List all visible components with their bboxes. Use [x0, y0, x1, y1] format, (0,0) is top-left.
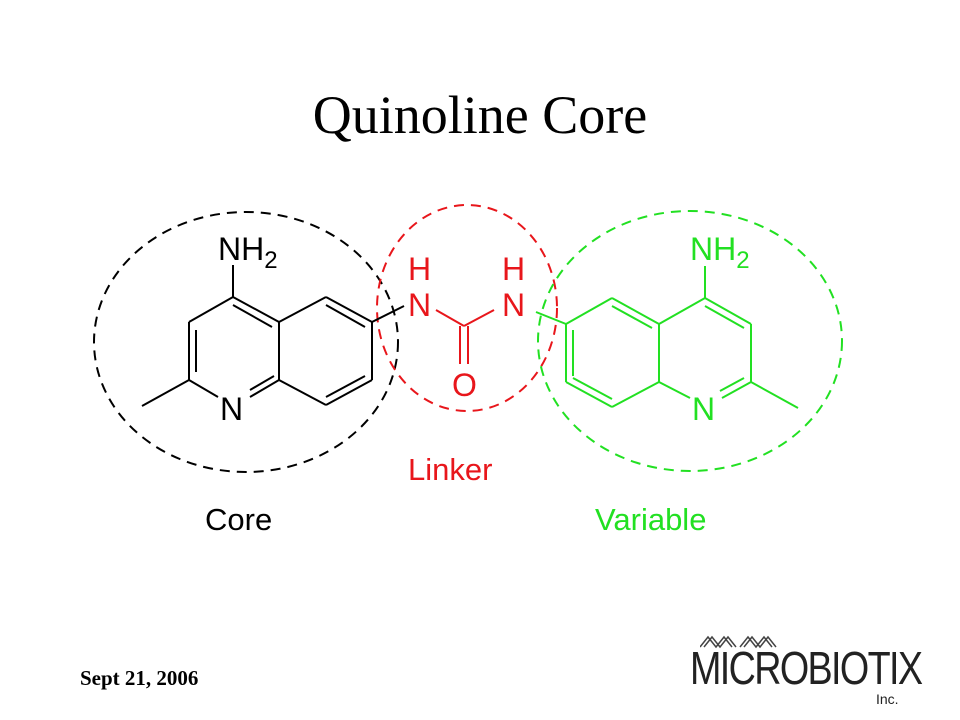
core-ring-nitrogen: N	[220, 391, 243, 427]
slide-date: Sept 21, 2006	[80, 666, 199, 690]
slide-title: Quinoline Core	[312, 85, 648, 145]
variable-region-circle	[537, 210, 843, 472]
logo-wordmark: MICROBIOTIX	[690, 642, 923, 694]
core-region-label: Core	[205, 502, 272, 537]
linker-region-label: Linker	[408, 452, 492, 487]
linker-oxygen-label: O	[452, 367, 477, 403]
linker-h2-label: H	[502, 251, 525, 287]
variable-ring-nitrogen: N	[692, 391, 715, 427]
company-logo: MICROBIOTIX Inc.	[690, 635, 923, 710]
linker-region-circle	[376, 204, 558, 412]
variable-region-label: Variable	[595, 502, 706, 537]
variable-quinoline-bonds	[535, 266, 799, 409]
linker-bonds	[435, 309, 495, 364]
core-amine-label: NH2	[218, 231, 278, 274]
dna-wave-icon	[700, 635, 777, 649]
variable-amine-label: NH2	[690, 231, 750, 274]
logo-suffix: Inc.	[876, 691, 899, 707]
core-region-circle	[93, 211, 399, 473]
core-quinoline-bonds	[141, 265, 405, 407]
linker-h1-label: H	[408, 251, 431, 287]
linker-n2-label: N	[502, 287, 525, 323]
linker-n1-label: N	[408, 287, 431, 323]
